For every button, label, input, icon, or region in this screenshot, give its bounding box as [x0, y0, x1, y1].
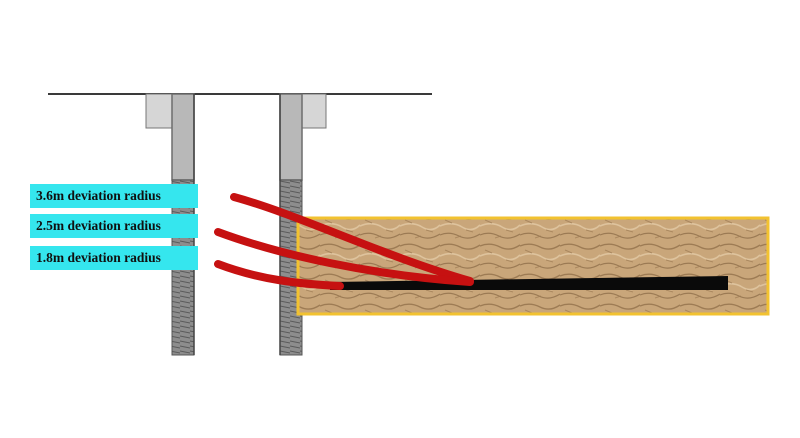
curve-1-8m-radius	[214, 260, 344, 290]
left-casing-upper	[171, 93, 195, 181]
label-3-6m-deviation-radius: 3.6m deviation radius	[30, 184, 198, 208]
label-1-8m-deviation-radius: 1.8m deviation radius	[30, 246, 198, 270]
label-2-5m-deviation-radius: 2.5m deviation radius	[30, 214, 198, 238]
left-wellhead-flange	[145, 93, 173, 129]
right-wellhead-flange	[301, 93, 327, 129]
lateral-borehole	[330, 276, 728, 290]
formation-block	[296, 216, 770, 316]
curve-2-5m-radius	[214, 228, 474, 286]
curve-3-6m-radius	[230, 193, 474, 285]
right-casing-upper	[279, 93, 303, 181]
